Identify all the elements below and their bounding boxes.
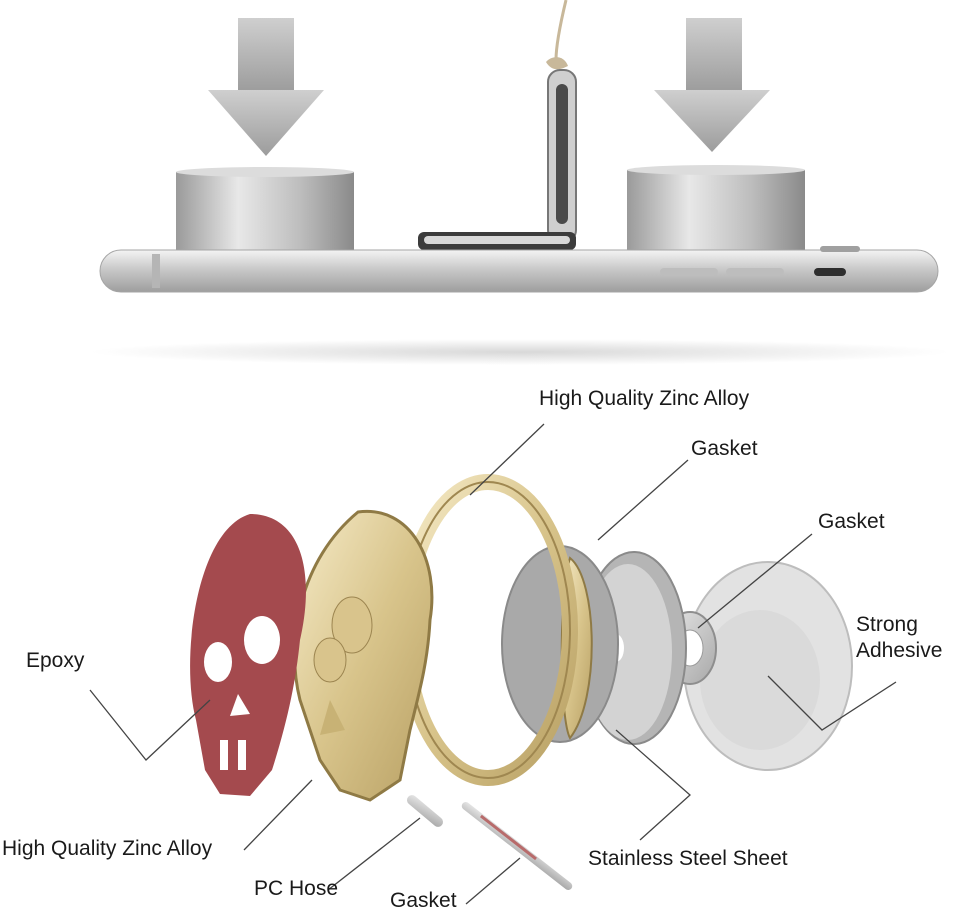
pc-hose [406, 795, 444, 827]
down-arrow-icon [654, 18, 770, 152]
label-gasket-silver: Gasket [818, 510, 885, 533]
press-cylinder-left [176, 167, 354, 252]
ring-holder-standing [418, 0, 577, 250]
label-zinc-alloy-skull: High Quality Zinc Alloy [2, 837, 213, 860]
phone-side-view [99, 246, 939, 293]
label-epoxy: Epoxy [26, 649, 85, 672]
label-stainless-steel-sheet: Stainless Steel Sheet [588, 847, 788, 870]
label-pc-hose: PC Hose [254, 877, 339, 900]
gasket-pin [461, 801, 573, 891]
label-strong-adhesive: Strong Adhesive [856, 613, 943, 663]
label-gasket-pin: Gasket [390, 889, 457, 912]
shadow [90, 339, 950, 365]
down-arrow-icon [208, 18, 324, 156]
press-cylinder-right [627, 165, 805, 252]
label-gasket-gold: Gasket [691, 437, 758, 460]
leader-lines [89, 423, 897, 905]
label-zinc-alloy-ring: High Quality Zinc Alloy [539, 387, 750, 410]
zinc-alloy-skull [293, 509, 434, 802]
epoxy-skull [190, 514, 306, 796]
